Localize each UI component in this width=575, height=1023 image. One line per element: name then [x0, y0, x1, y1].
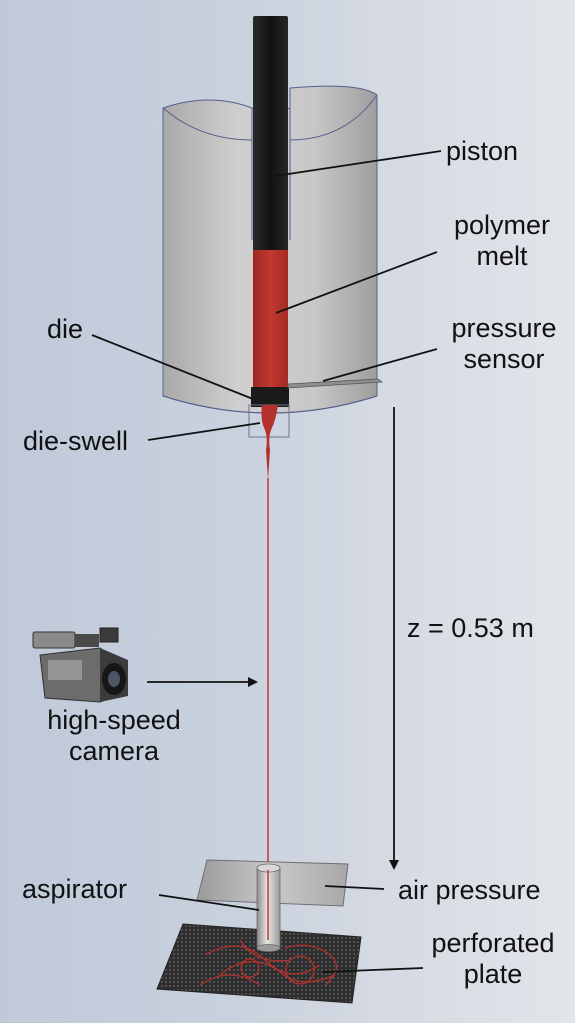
deposited-fibers: [199, 939, 337, 986]
label-die: die: [47, 314, 84, 344]
piston: [253, 16, 288, 252]
label-polymer-melt-line1: polymer: [453, 210, 551, 240]
leader-polymer-melt: [275, 251, 438, 314]
leader-pressure-sensor: [322, 348, 438, 382]
label-aspirator: aspirator: [22, 874, 128, 904]
label-high-speed-camera: high-speed camera: [28, 705, 200, 767]
label-die-swell: die-swell: [23, 426, 129, 456]
pressure-sensor: [287, 378, 384, 389]
perforated-plate: [156, 923, 362, 1004]
label-camera-line2: camera: [68, 736, 160, 766]
leader-piston: [274, 150, 442, 177]
leader-lines: [91, 150, 442, 973]
die: [251, 387, 289, 407]
leader-aspirator: [158, 894, 260, 911]
label-camera-line1: high-speed: [47, 705, 181, 735]
label-polymer-melt-line2: melt: [476, 241, 528, 271]
label-perforated-plate-line2: plate: [463, 959, 523, 989]
label-perforated-plate: perforated plate: [418, 928, 568, 990]
leader-perforated-plate: [322, 967, 424, 973]
label-distance: z = 0.53 m: [407, 613, 534, 643]
label-air-pressure: air pressure: [398, 875, 541, 905]
label-pressure-sensor-line1: pressure: [451, 313, 557, 343]
label-pressure-sensor: pressure sensor: [438, 313, 570, 375]
label-piston: piston: [446, 136, 519, 166]
label-polymer-melt: polymer melt: [438, 210, 566, 272]
leader-air-pressure: [324, 885, 385, 890]
video-camera-icon: [32, 627, 128, 703]
polymer-melt: [253, 250, 288, 388]
label-perforated-plate-line1: perforated: [431, 928, 555, 958]
die-swell: [261, 405, 278, 480]
leader-die: [91, 334, 254, 400]
label-pressure-sensor-line2: sensor: [463, 344, 545, 374]
leader-die-swell: [147, 422, 261, 441]
